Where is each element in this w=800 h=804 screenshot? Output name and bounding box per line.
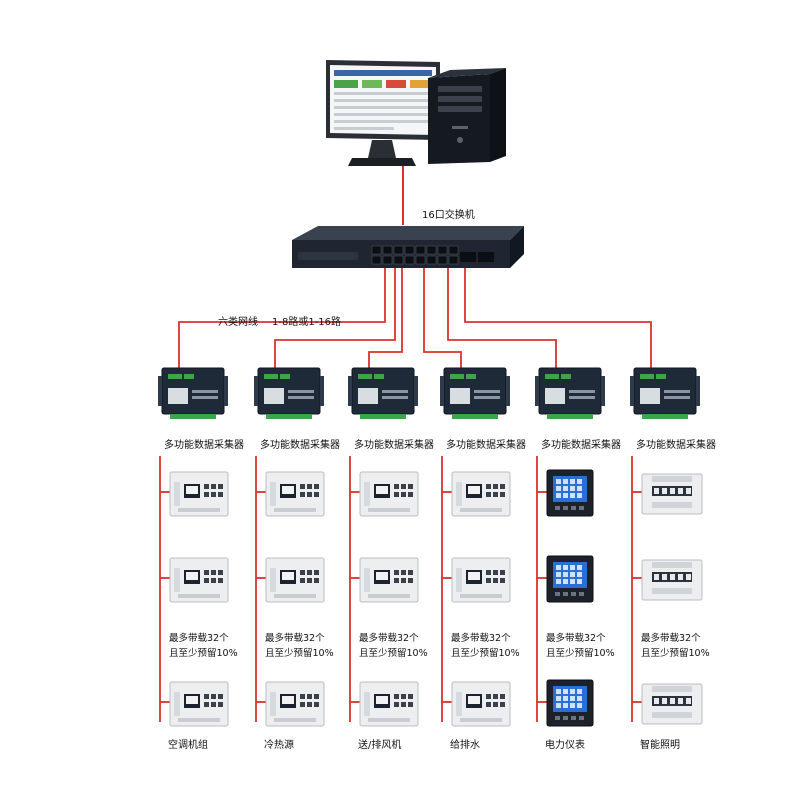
load-note-line2: 且至少预留10% bbox=[265, 648, 334, 659]
collector-label: 多功能数据采集器 bbox=[354, 440, 434, 451]
load-note-line1: 最多带载32个 bbox=[451, 633, 511, 644]
switch-port bbox=[448, 245, 459, 255]
data-collector bbox=[440, 367, 510, 419]
tower-pc bbox=[428, 68, 506, 164]
collector-label: 多功能数据采集器 bbox=[541, 440, 621, 451]
load-note-line2: 且至少预留10% bbox=[169, 648, 238, 659]
switch-port bbox=[415, 245, 426, 255]
terminal-block bbox=[170, 414, 216, 419]
switch-port bbox=[382, 255, 393, 265]
switch-label: 16口交换机 bbox=[422, 210, 475, 221]
data-collector bbox=[630, 367, 700, 419]
multimeter-device bbox=[265, 681, 325, 727]
collector-label: 多功能数据采集器 bbox=[446, 440, 526, 451]
system-name-6: 智能照明 bbox=[640, 740, 680, 751]
switch-port bbox=[437, 245, 448, 255]
system-name-1: 空调机组 bbox=[168, 740, 208, 751]
multimeter-device bbox=[451, 557, 511, 603]
switch-port bbox=[448, 255, 459, 265]
device-lines bbox=[159, 456, 642, 722]
collector-link-4 bbox=[423, 268, 462, 368]
switch-device bbox=[292, 226, 524, 268]
switch-port bbox=[371, 245, 382, 255]
system-name-3: 送/排风机 bbox=[358, 740, 402, 751]
multimeter-device bbox=[451, 471, 511, 517]
collector-link-3 bbox=[368, 268, 403, 368]
multimeter-device bbox=[265, 557, 325, 603]
collector-link-6 bbox=[464, 268, 652, 368]
collector-link-2 bbox=[274, 268, 396, 368]
load-note-line1: 最多带载32个 bbox=[169, 633, 229, 644]
load-note-line2: 且至少预留10% bbox=[546, 648, 615, 659]
collector-label: 多功能数据采集器 bbox=[260, 440, 340, 451]
multimeter-device bbox=[359, 681, 419, 727]
data-collector bbox=[348, 367, 418, 419]
switch-port bbox=[426, 245, 437, 255]
system-name-4: 给排水 bbox=[450, 740, 480, 751]
multimeter-device bbox=[359, 471, 419, 517]
load-note-line2: 且至少预留10% bbox=[451, 648, 520, 659]
collector-link-1 bbox=[178, 268, 386, 368]
load-note-line2: 且至少预留10% bbox=[641, 648, 710, 659]
terminal-block bbox=[360, 414, 406, 419]
switch-port bbox=[404, 255, 415, 265]
data-collector bbox=[535, 367, 605, 419]
switch-port bbox=[404, 245, 415, 255]
panel-meter-device bbox=[546, 469, 594, 517]
data-collector bbox=[158, 367, 228, 419]
switch-port bbox=[415, 255, 426, 265]
panel-meter-device bbox=[546, 679, 594, 727]
switch-port bbox=[393, 255, 404, 265]
terminal-block bbox=[547, 414, 593, 419]
connection-lines bbox=[178, 268, 652, 368]
load-note-line1: 最多带载32个 bbox=[546, 633, 606, 644]
collector-label: 多功能数据采集器 bbox=[636, 440, 716, 451]
collectors bbox=[158, 367, 700, 419]
panel-meter-device bbox=[546, 555, 594, 603]
switch-port bbox=[393, 245, 404, 255]
switch-port bbox=[382, 245, 393, 255]
din-module-device bbox=[641, 683, 703, 725]
switch-port bbox=[426, 255, 437, 265]
terminal-block bbox=[452, 414, 498, 419]
multimeter-device bbox=[169, 471, 229, 517]
multimeter-device bbox=[169, 557, 229, 603]
din-module-device bbox=[641, 559, 703, 601]
load-note-line1: 最多带载32个 bbox=[359, 633, 419, 644]
field-devices bbox=[169, 469, 703, 727]
load-note-line1: 最多带载32个 bbox=[265, 633, 325, 644]
load-note-line2: 且至少预留10% bbox=[359, 648, 428, 659]
terminal-block bbox=[266, 414, 312, 419]
terminal-block bbox=[642, 414, 688, 419]
system-name-2: 冷热源 bbox=[264, 740, 294, 751]
din-module-device bbox=[641, 473, 703, 515]
multimeter-device bbox=[451, 681, 511, 727]
monitor bbox=[326, 60, 440, 166]
switch-port bbox=[371, 255, 382, 265]
switch-port bbox=[437, 255, 448, 265]
system-name-5: 电力仪表 bbox=[545, 740, 585, 751]
load-note-line1: 最多带载32个 bbox=[641, 633, 701, 644]
collector-link-5 bbox=[447, 268, 557, 368]
cable-range-label: 1-8路或1-16路 bbox=[272, 317, 342, 328]
data-collector bbox=[254, 367, 324, 419]
multimeter-device bbox=[359, 557, 419, 603]
collector-label: 多功能数据采集器 bbox=[164, 440, 244, 451]
multimeter-device bbox=[265, 471, 325, 517]
workstation bbox=[326, 60, 506, 166]
multimeter-device bbox=[169, 681, 229, 727]
cable-label: 六类网线 bbox=[218, 317, 258, 328]
